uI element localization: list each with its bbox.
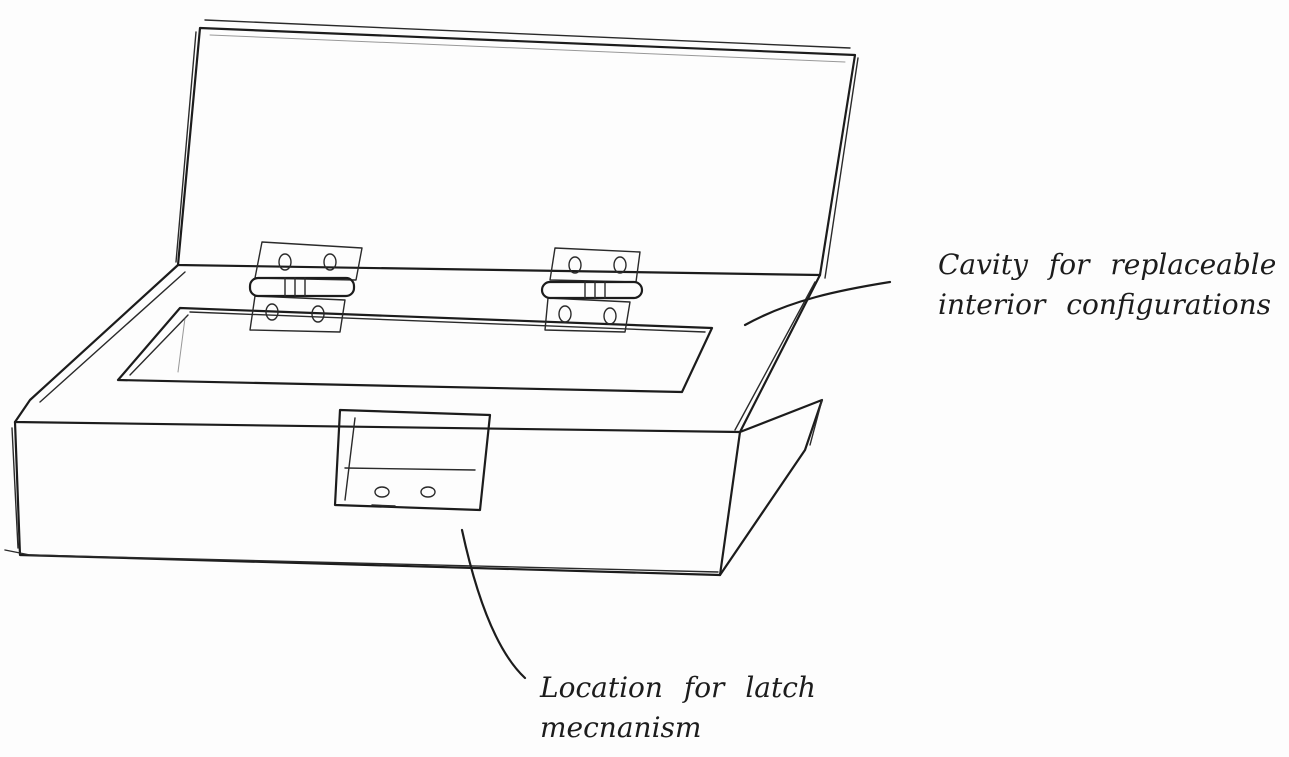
latch-annotation: Location for latch mecnanism [540, 668, 816, 748]
box-lid [176, 20, 858, 278]
cavity-annotation: Cavity for replaceable interior configur… [938, 245, 1276, 325]
cavity-annotation-line1: Cavity for replaceable [938, 248, 1276, 281]
box-rim [15, 265, 820, 432]
latch-leader-line [462, 530, 525, 678]
latch-plate [335, 410, 490, 510]
interior-cavity [118, 308, 712, 392]
box-right-face [720, 400, 822, 575]
latch-annotation-line2: mecnanism [540, 711, 701, 744]
cavity-leader-line [745, 282, 890, 325]
latch-annotation-line1: Location for latch [540, 671, 816, 704]
box-front-face [5, 422, 740, 575]
cavity-annotation-line2: interior configurations [938, 288, 1271, 321]
hinge-right [542, 248, 642, 332]
